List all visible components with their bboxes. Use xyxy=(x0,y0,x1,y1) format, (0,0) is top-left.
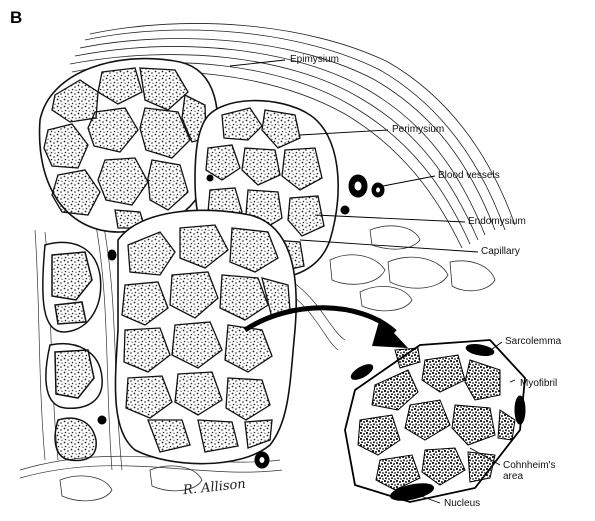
label-cohnheims-area-line1: Cohnheim's xyxy=(503,460,556,471)
label-epimysium: Epimysium xyxy=(290,54,339,65)
label-capillary: Capillary xyxy=(481,246,520,257)
magnification-arrow-head xyxy=(372,318,408,348)
leader-lines xyxy=(229,59,516,504)
blood-vessels xyxy=(97,174,385,469)
label-nucleus: Nucleus xyxy=(444,498,481,509)
fascicle-upper-left xyxy=(38,57,219,233)
label-myofibril: Myofibril xyxy=(520,378,558,389)
panel-letter: B xyxy=(10,8,23,27)
nucleus-shape xyxy=(389,483,435,501)
label-perimysium: Perimysium xyxy=(392,124,445,135)
fascicle-left-side xyxy=(42,241,103,462)
magnified-muscle-fiber xyxy=(344,339,526,503)
label-endomysium: Endomysium xyxy=(468,216,526,227)
label-sarcolemma: Sarcolemma xyxy=(505,336,562,347)
label-blood-vessels: Blood vessels xyxy=(438,170,500,181)
label-cohnheims-area-line2: area xyxy=(503,471,524,482)
loose-connective-tissue xyxy=(59,225,496,502)
fascicle-central xyxy=(114,209,297,465)
